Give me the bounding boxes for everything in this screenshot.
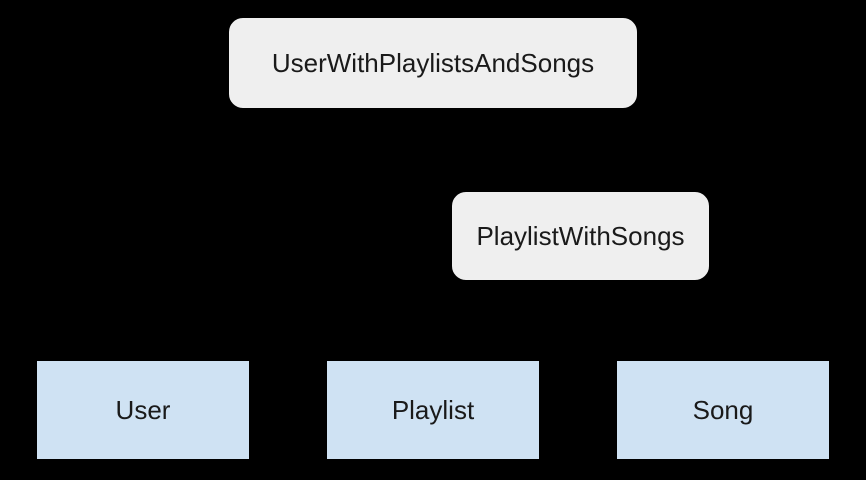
diagram-node-song: Song [616,360,830,460]
node-label-playlist-with-songs: PlaylistWithSongs [476,221,685,251]
diagram-node-user: User [36,360,250,460]
diagram-node-playlist-with-songs: PlaylistWithSongs [451,191,710,281]
diagram-node-playlist: Playlist [326,360,540,460]
node-label-song: Song [692,395,754,425]
node-label-playlist: Playlist [391,395,475,425]
node-label-user: User [115,395,171,425]
diagram-node-user-with-playlists-and-songs: UserWithPlaylistsAndSongs [228,17,638,109]
node-label-user-with-playlists-and-songs: UserWithPlaylistsAndSongs [271,48,595,78]
